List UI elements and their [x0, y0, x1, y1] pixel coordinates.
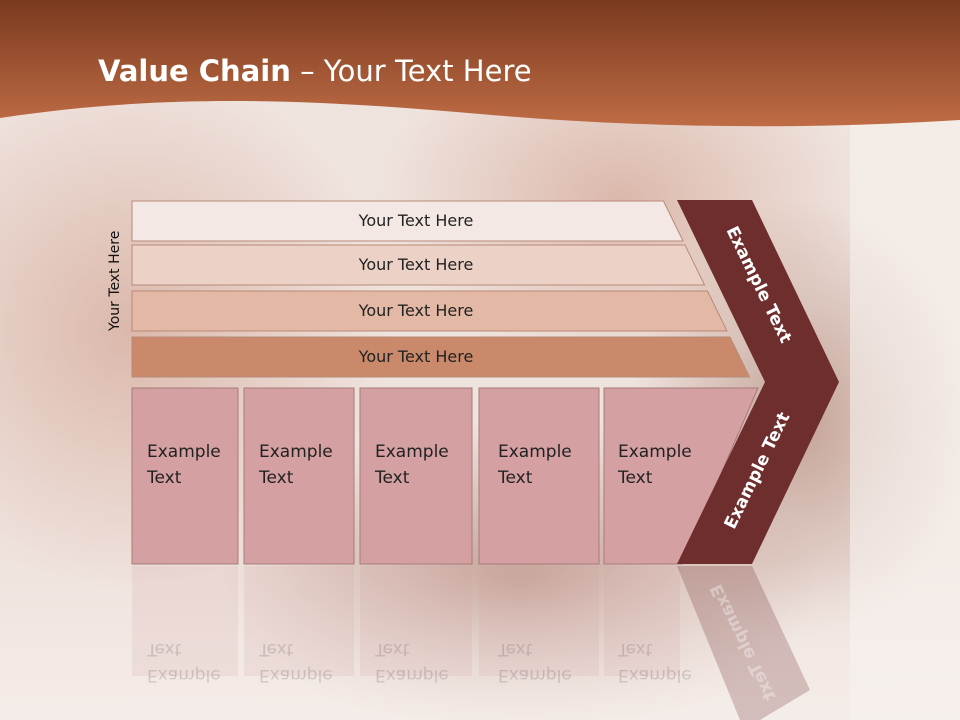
label-line-1: Example: [259, 442, 333, 462]
primary-box: [243, 387, 355, 565]
margin-chevron-reflection: [677, 566, 810, 720]
support-band: [131, 336, 751, 378]
primary-box-label-reflection: Example Text: [147, 636, 221, 688]
support-band: [131, 200, 684, 242]
support-band-label: Your Text Here: [358, 301, 474, 320]
primary-box-label-reflection: Example Text: [498, 636, 572, 688]
support-band: [131, 244, 706, 286]
label-line-1: Example: [618, 442, 692, 462]
label-line-1: Example: [147, 442, 221, 462]
primary-box-reflection: [604, 566, 680, 676]
reflection-line-1: Example: [618, 665, 692, 685]
label-line-1: Example: [498, 442, 572, 462]
reflection-line-2: Text: [618, 639, 653, 659]
reflection-line-2: Text: [498, 639, 533, 659]
label-line-2: Text: [618, 468, 653, 488]
label-line-1: Example: [375, 442, 449, 462]
support-band-label: Your Text Here: [358, 211, 474, 230]
label-line-2: Text: [498, 468, 533, 488]
reflection-line-1: Example: [498, 665, 572, 685]
primary-box-label-reflection: Example Text: [618, 636, 692, 688]
reflection-line-2: Text: [375, 639, 410, 659]
primary-box-label-reflection: Example Text: [375, 636, 449, 688]
primary-box-reflection: [479, 566, 599, 676]
primary-box: [131, 387, 239, 565]
label-line-2: Text: [147, 468, 182, 488]
reflection-line-2: Text: [147, 639, 182, 659]
primary-box-reflection: [360, 566, 472, 676]
slide-title: Value Chain – Your Text Here: [98, 54, 532, 88]
primary-box-label-reflection: Example Text: [259, 636, 333, 688]
title-bold: Value Chain: [98, 54, 291, 88]
header-banner: [0, 0, 960, 127]
reflection-line-2: Text: [259, 639, 294, 659]
primary-box-reflection: [244, 566, 354, 676]
margin-chevron: [677, 200, 839, 564]
support-band-label: Your Text Here: [358, 347, 474, 366]
support-band: [131, 290, 728, 332]
reflection-line-1: Example: [147, 665, 221, 685]
primary-box: [359, 387, 473, 565]
title-rest: – Your Text Here: [290, 54, 532, 88]
label-line-2: Text: [259, 468, 294, 488]
reflection-line-1: Example: [259, 665, 333, 685]
reflection-line-1: Example: [375, 665, 449, 685]
support-band-label: Your Text Here: [358, 255, 474, 274]
primary-box-reflection: [132, 566, 238, 676]
primary-box: [478, 387, 600, 565]
label-line-2: Text: [375, 468, 410, 488]
